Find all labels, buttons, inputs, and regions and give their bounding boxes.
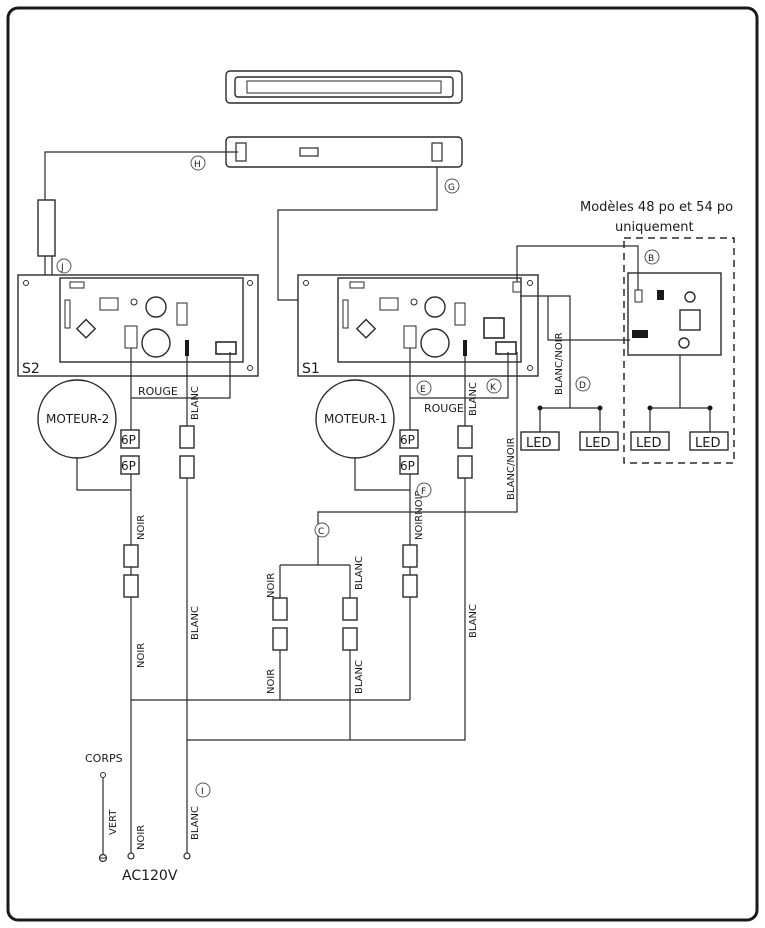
svg-text:J: J	[60, 263, 64, 273]
label-noir-c2: NOIR	[266, 669, 277, 694]
callout-g: G	[444, 178, 460, 194]
label-blanc-c1: BLANC	[354, 556, 365, 590]
callout-c: C	[314, 522, 330, 538]
optional-models-box	[623, 237, 735, 464]
label-noir-c1: NOIR	[266, 573, 277, 598]
connector-6p-s1b: 6P	[400, 459, 415, 473]
motor-2: MOTEUR-2	[37, 379, 117, 459]
callout-b: B	[644, 249, 660, 265]
callout-h: H	[190, 155, 206, 171]
inline-fuse-h	[37, 199, 56, 257]
board-label-s2: S2	[22, 361, 40, 377]
label-noirnoir-s1: NOIRNOIR	[414, 489, 425, 540]
diagram-frame	[6, 6, 759, 922]
callout-e: E	[416, 380, 432, 396]
label-rouge-s1: ROUGE	[424, 402, 464, 415]
connector-6p-s2a: 6P	[121, 433, 136, 447]
label-blanc-supply: BLANC	[190, 806, 201, 840]
callout-f: F	[416, 482, 432, 498]
svg-text:I: I	[201, 787, 204, 797]
callout-d: D	[575, 376, 591, 392]
board-label-s1: S1	[302, 361, 320, 377]
label-blanc-s1b: BLANC	[468, 604, 479, 638]
light-bar-top	[225, 70, 463, 104]
svg-text:F: F	[421, 487, 426, 497]
led-2: LED	[579, 431, 619, 451]
connector-6p-s1a: 6P	[400, 433, 415, 447]
label-rouge-s2: ROUGE	[138, 385, 178, 398]
label-noir-supply: NOIR	[136, 825, 147, 850]
ground-label: CORPS	[85, 752, 123, 765]
label-noir-s2a: NOIR	[136, 515, 147, 540]
supply-label: AC120V	[122, 868, 178, 884]
svg-text:B: B	[648, 254, 654, 264]
label-blanc-s2b: BLANC	[190, 606, 201, 640]
callout-k: K	[486, 378, 502, 394]
label-blanc-s2a: BLANC	[190, 386, 201, 420]
models-note-line1: Modèles 48 po et 54 po	[580, 200, 733, 215]
control-board-s2: S2	[17, 274, 259, 377]
svg-text:D: D	[579, 381, 586, 391]
svg-text:LED: LED	[636, 436, 661, 451]
led-driver	[225, 136, 463, 168]
led-4: LED	[689, 431, 729, 451]
label-noir-s2b: NOIR	[136, 643, 147, 668]
motor-1: MOTEUR-1	[315, 379, 395, 459]
label-blanc-c2: BLANC	[354, 660, 365, 694]
svg-text:MOTEUR-2: MOTEUR-2	[46, 412, 109, 426]
label-blanc-noir-board: BLANC/NOIR	[554, 332, 565, 395]
control-board-s1: S1	[297, 274, 539, 377]
optional-led-board	[627, 272, 722, 356]
label-vert: VERT	[108, 809, 119, 835]
connector-6p-s2b: 6P	[121, 459, 136, 473]
svg-text:C: C	[318, 527, 324, 537]
svg-text:K: K	[490, 383, 497, 393]
label-blanc-noir-s1: BLANC/NOIR	[506, 437, 517, 500]
svg-text:G: G	[448, 183, 455, 193]
led-3: LED	[630, 431, 670, 451]
led-1: LED	[520, 431, 560, 451]
svg-text:LED: LED	[695, 436, 720, 451]
label-blanc-s1a: BLANC	[468, 382, 479, 416]
svg-text:E: E	[420, 385, 426, 395]
models-note-line2: uniquement	[615, 220, 694, 235]
callout-j: J	[56, 258, 72, 274]
svg-text:H: H	[194, 160, 201, 170]
callout-i: I	[195, 782, 211, 798]
svg-text:LED: LED	[526, 436, 551, 451]
svg-text:LED: LED	[585, 436, 610, 451]
svg-text:MOTEUR-1: MOTEUR-1	[324, 412, 387, 426]
